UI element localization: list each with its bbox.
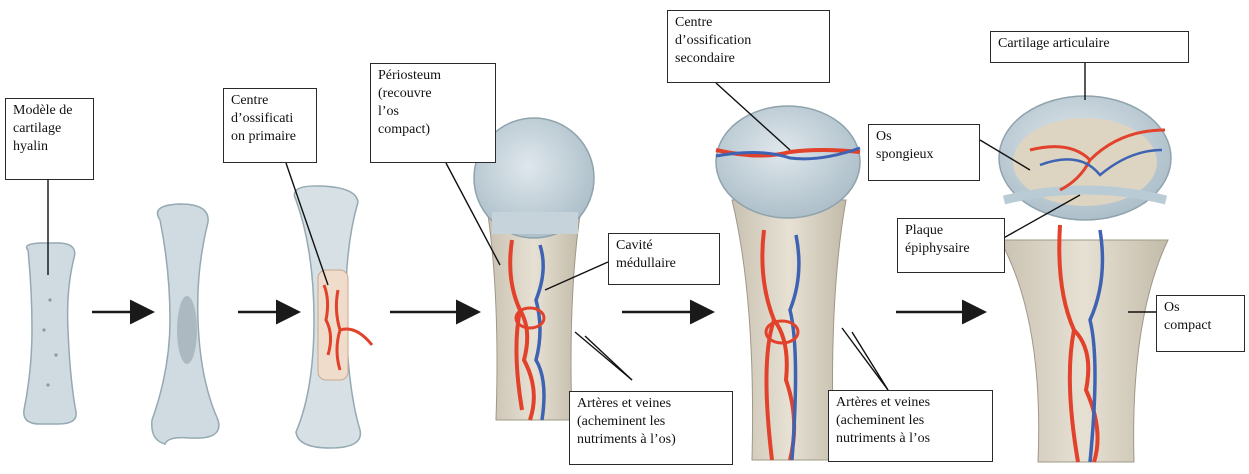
label-hyaline-cartilage-model: Modèle de cartilage hyalin	[5, 98, 94, 180]
label-articular-cartilage: Cartilage articulaire	[990, 31, 1189, 63]
label-arteries-veins-2: Artères et veines (acheminent les nutrim…	[828, 390, 993, 462]
stage-4-bone-with-cavity	[474, 118, 594, 420]
label-arteries-veins-1: Artères et veines (acheminent les nutrim…	[569, 391, 733, 465]
label-medullary-cavity: Cavité médullaire	[608, 233, 720, 285]
label-spongy-bone: Os spongieux	[868, 124, 980, 181]
label-periosteum: Périosteum (recouvre l’os compact)	[370, 63, 496, 163]
stage-3-primary-ossification	[294, 186, 372, 448]
label-secondary-ossification-center: Centre d’ossification secondaire	[667, 10, 830, 83]
label-compact-bone: Os compact	[1156, 295, 1245, 352]
stage-6-mature-bone	[999, 96, 1171, 462]
stage-2-cartilage-model	[152, 204, 219, 444]
stage-1-cartilage-model	[24, 243, 76, 424]
label-epiphyseal-plate: Plaque épiphysaire	[897, 218, 1005, 273]
label-primary-ossification-center: Centre d’ossificati on primaire	[223, 88, 317, 163]
